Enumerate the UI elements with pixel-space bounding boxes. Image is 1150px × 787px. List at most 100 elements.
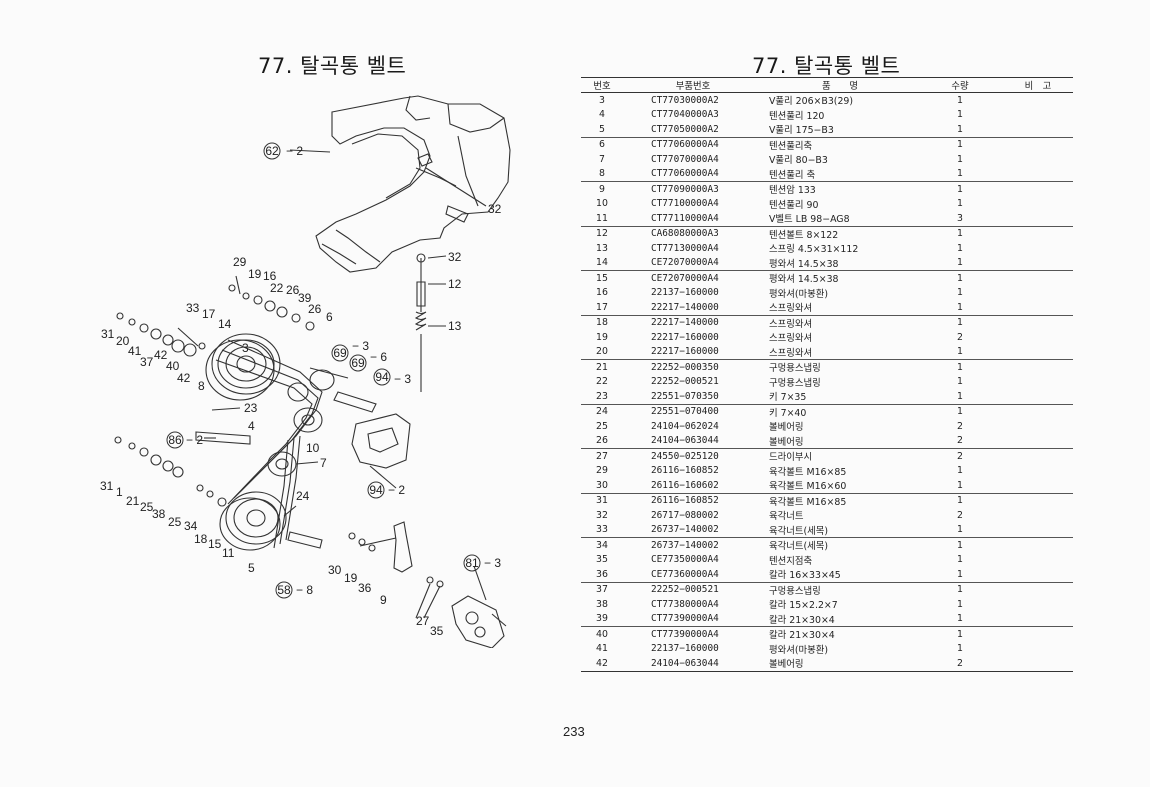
cell-part-number: 26737−140002 (651, 524, 719, 536)
cell-remarks (1003, 122, 1073, 137)
cell-remarks (1003, 597, 1073, 612)
cell-remarks (1003, 211, 1073, 226)
header-remarks: 비 고 (1003, 77, 1073, 93)
cell-part-number: CE77360000A4 (651, 568, 719, 580)
svg-text:69: 69 (351, 356, 365, 370)
cell-remarks (1003, 270, 1073, 286)
label-7: 7 (320, 456, 327, 470)
cell-quantity: 1 (917, 225, 1003, 241)
label-12: 12 (448, 277, 462, 291)
label-34: 34 (184, 519, 198, 533)
table-header-row: 번호 부품번호 품 명 수량 비 고 (581, 77, 1073, 93)
header-quantity: 수량 (917, 77, 1003, 93)
diagram-linework (114, 95, 511, 648)
cell-remarks (1003, 553, 1073, 568)
svg-text:− 6: − 6 (370, 350, 387, 364)
cell-no: 8 (599, 168, 605, 180)
label-29: 29 (233, 255, 247, 269)
cell-part-name: 칼라 21×30×4 (769, 614, 835, 626)
cell-no: 6 (581, 136, 623, 152)
cell-quantity: 1 (957, 568, 963, 580)
cell-remarks (1003, 656, 1073, 672)
label-18: 18 (194, 532, 208, 546)
label-4: 4 (248, 419, 255, 433)
cell-quantity: 1 (957, 94, 963, 106)
cell-part-number: 26116−160852 (623, 492, 763, 508)
cell-part-number: 22217−140000 (651, 301, 719, 313)
cell-no: 21 (581, 359, 623, 375)
cell-part-name: 볼베어링 (769, 436, 804, 448)
label-10: 10 (306, 441, 320, 455)
label-21: 21 (126, 494, 140, 508)
cell-quantity: 1 (957, 376, 963, 388)
cell-no: 27 (581, 448, 623, 464)
cell-part-name: 칼라 15×2.2×7 (769, 600, 838, 612)
cell-part-name: 구멍용스냅링 (763, 359, 917, 375)
cell-part-name: 스프링와셔 (769, 333, 813, 345)
cell-quantity: 1 (917, 403, 1003, 419)
svg-text:86: 86 (168, 433, 182, 447)
cell-no: 4 (599, 109, 605, 121)
header-part-name: 품 명 (763, 77, 917, 93)
cell-remarks (1003, 492, 1073, 508)
cell-part-name: 스프링와셔 (769, 347, 813, 359)
cell-part-number: CT77070000A4 (651, 153, 719, 165)
cell-quantity: 1 (957, 554, 963, 566)
cell-remarks (1003, 167, 1073, 182)
cell-part-name: 평와셔(마봉환) (769, 644, 829, 656)
cell-part-name: 텐션암 133 (763, 181, 917, 197)
cell-quantity: 1 (917, 359, 1003, 375)
cell-remarks (1003, 197, 1073, 212)
exploded-parts-diagram: 62− 2 69− 3 69− 6 94− 3 86− 2 94− 2 58− … (100, 95, 511, 648)
cell-part-number: 22217−160000 (651, 331, 719, 343)
cell-quantity: 1 (957, 643, 963, 655)
cell-no: 25 (596, 420, 608, 432)
label-40: 40 (166, 359, 180, 373)
cell-part-name: 텐션풀리 120 (769, 110, 825, 122)
cell-no: 36 (596, 568, 608, 580)
cell-quantity: 2 (917, 656, 1003, 672)
cell-no: 13 (596, 242, 608, 254)
label-31: 31 (100, 479, 114, 493)
svg-text:58: 58 (277, 583, 291, 597)
label-16: 16 (263, 269, 277, 283)
cell-part-number: 24550−025120 (623, 448, 763, 464)
cell-quantity: 1 (917, 181, 1003, 197)
callout-58-8: 58− 8 (275, 581, 313, 599)
cell-no: 20 (596, 346, 608, 358)
cell-no: 7 (599, 153, 605, 165)
cell-part-name: 칼라 21×30×4 (763, 626, 917, 642)
cell-part-number: CT77050000A2 (651, 123, 719, 135)
label-26: 26 (286, 283, 300, 297)
label-13: 13 (448, 319, 462, 333)
cell-remarks (1003, 108, 1073, 123)
cell-quantity: 1 (957, 524, 963, 536)
cell-part-name: 평와셔 14.5×38 (763, 270, 917, 286)
callout-69-6: 69 − 6 (349, 350, 387, 372)
cell-part-name: V풀리 80−B3 (769, 155, 828, 167)
cell-part-name: 육각너트(세목) (763, 537, 917, 553)
cell-part-name: V풀리 175−B3 (769, 125, 834, 137)
cell-part-name: 육각볼트 M16×85 (769, 466, 847, 478)
cell-quantity: 2 (957, 435, 963, 447)
cell-part-number: 22217−140000 (623, 314, 763, 330)
cell-remarks (1003, 403, 1073, 419)
cell-part-name: 스프링 4.5×31×112 (769, 244, 859, 256)
cell-quantity: 2 (957, 420, 963, 432)
cell-remarks (1003, 375, 1073, 390)
label-6: 6 (326, 310, 333, 324)
cell-quantity: 1 (957, 168, 963, 180)
svg-text:81: 81 (465, 556, 479, 570)
